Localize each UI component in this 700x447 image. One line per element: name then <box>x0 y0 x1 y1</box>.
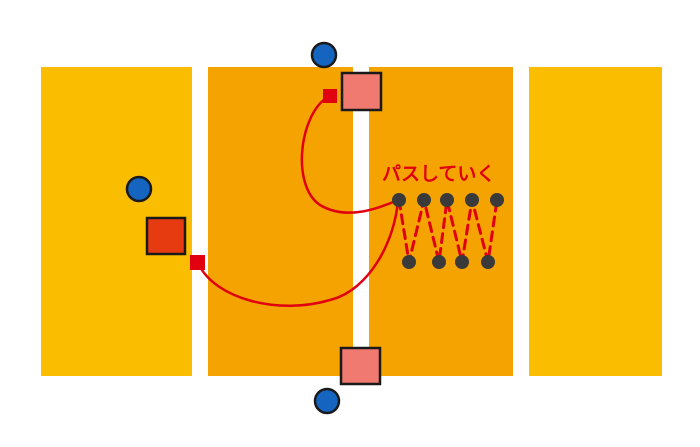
player-top <box>310 41 338 69</box>
dots-top-row <box>392 193 504 207</box>
square-top <box>340 71 383 112</box>
square-bottom <box>339 346 382 386</box>
dot <box>392 193 406 207</box>
dot <box>465 193 479 207</box>
pass-zigzag <box>397 198 499 264</box>
route-start-marker-upper <box>323 89 337 103</box>
dot <box>490 193 504 207</box>
route-start-marker-lower <box>190 255 205 270</box>
square-left <box>145 216 187 256</box>
band-right-inner <box>369 67 513 376</box>
dot <box>481 255 495 269</box>
dot <box>402 255 416 269</box>
dot <box>455 255 469 269</box>
dots-bottom-row <box>402 255 495 269</box>
dot <box>432 255 446 269</box>
band-right-outer <box>529 67 662 376</box>
route-upper-curve <box>300 94 399 214</box>
player-left <box>125 175 153 203</box>
player-bottom <box>313 387 341 415</box>
dot <box>440 193 454 207</box>
dot <box>417 193 431 207</box>
pass-label: パスしていく <box>382 163 495 185</box>
route-lower-curve <box>196 199 400 307</box>
band-left-inner <box>208 67 353 376</box>
